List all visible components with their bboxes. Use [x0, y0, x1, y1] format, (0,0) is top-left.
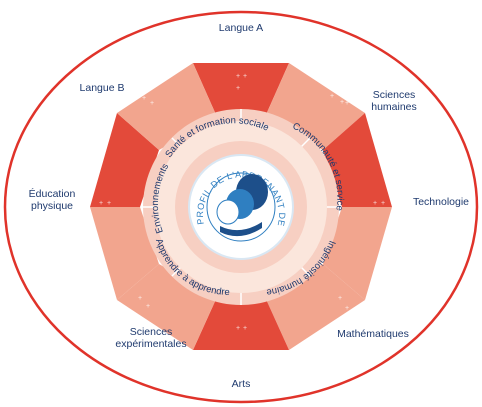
label-technologie: Technologie	[408, 196, 474, 208]
label-mathematiques: Mathématiques	[330, 328, 416, 340]
label-education-physique-line1: Éducation	[28, 188, 76, 200]
svg-text:+: +	[373, 200, 377, 207]
label-sciences-humaines-line1: Sciences	[372, 89, 416, 101]
label-arts: Arts	[226, 378, 256, 390]
label-sciences-experimentales-line1: Sciences	[129, 326, 173, 338]
sector-education-physique-top	[90, 113, 159, 207]
svg-text:+: +	[138, 295, 142, 302]
label-sciences-experimentales: Sciences expérimentales	[108, 326, 194, 350]
svg-text:+: +	[236, 325, 240, 332]
sector-education-physique	[90, 207, 159, 300]
sector-arts-bottom	[193, 297, 289, 350]
svg-text:+: +	[243, 325, 247, 332]
svg-text:+: +	[150, 100, 154, 107]
svg-text:+: +	[107, 200, 111, 207]
sector-langue-a	[193, 63, 289, 117]
svg-text:+: +	[142, 95, 146, 102]
svg-text:+: +	[146, 303, 150, 310]
sector-technologie	[323, 113, 392, 207]
label-technologie-text: Technologie	[412, 196, 470, 208]
svg-text:+: +	[236, 85, 240, 92]
svg-text:+: +	[330, 93, 334, 100]
label-arts-text: Arts	[231, 378, 251, 390]
label-langue-b-text: Langue B	[79, 82, 125, 94]
label-langue-a-text: Langue A	[218, 22, 264, 34]
label-langue-a: Langue A	[216, 22, 266, 34]
svg-text:+: +	[345, 305, 349, 312]
svg-text:+: +	[345, 100, 349, 107]
learner-profile-heads-icon	[216, 174, 268, 237]
label-sciences-humaines-line2: humaines	[371, 101, 417, 113]
label-sciences-humaines: Sciences humaines	[362, 89, 426, 113]
sector-markers: ++ + ++ ++ ++ ++ ++ ++ ++ +	[99, 73, 385, 332]
svg-text:+: +	[99, 200, 103, 207]
svg-text:+: +	[381, 200, 385, 207]
svg-text:+: +	[236, 73, 240, 80]
svg-text:+: +	[243, 73, 247, 80]
label-langue-b: Langue B	[74, 82, 130, 94]
svg-text:+: +	[340, 99, 344, 106]
label-mathematiques-text: Mathématiques	[337, 328, 409, 340]
sector-mathematiques	[323, 207, 392, 300]
label-sciences-experimentales-line2: expérimentales	[115, 338, 187, 350]
svg-text:+: +	[338, 295, 342, 302]
label-education-physique: Éducation physique	[22, 188, 82, 212]
label-education-physique-line2: physique	[30, 200, 74, 212]
